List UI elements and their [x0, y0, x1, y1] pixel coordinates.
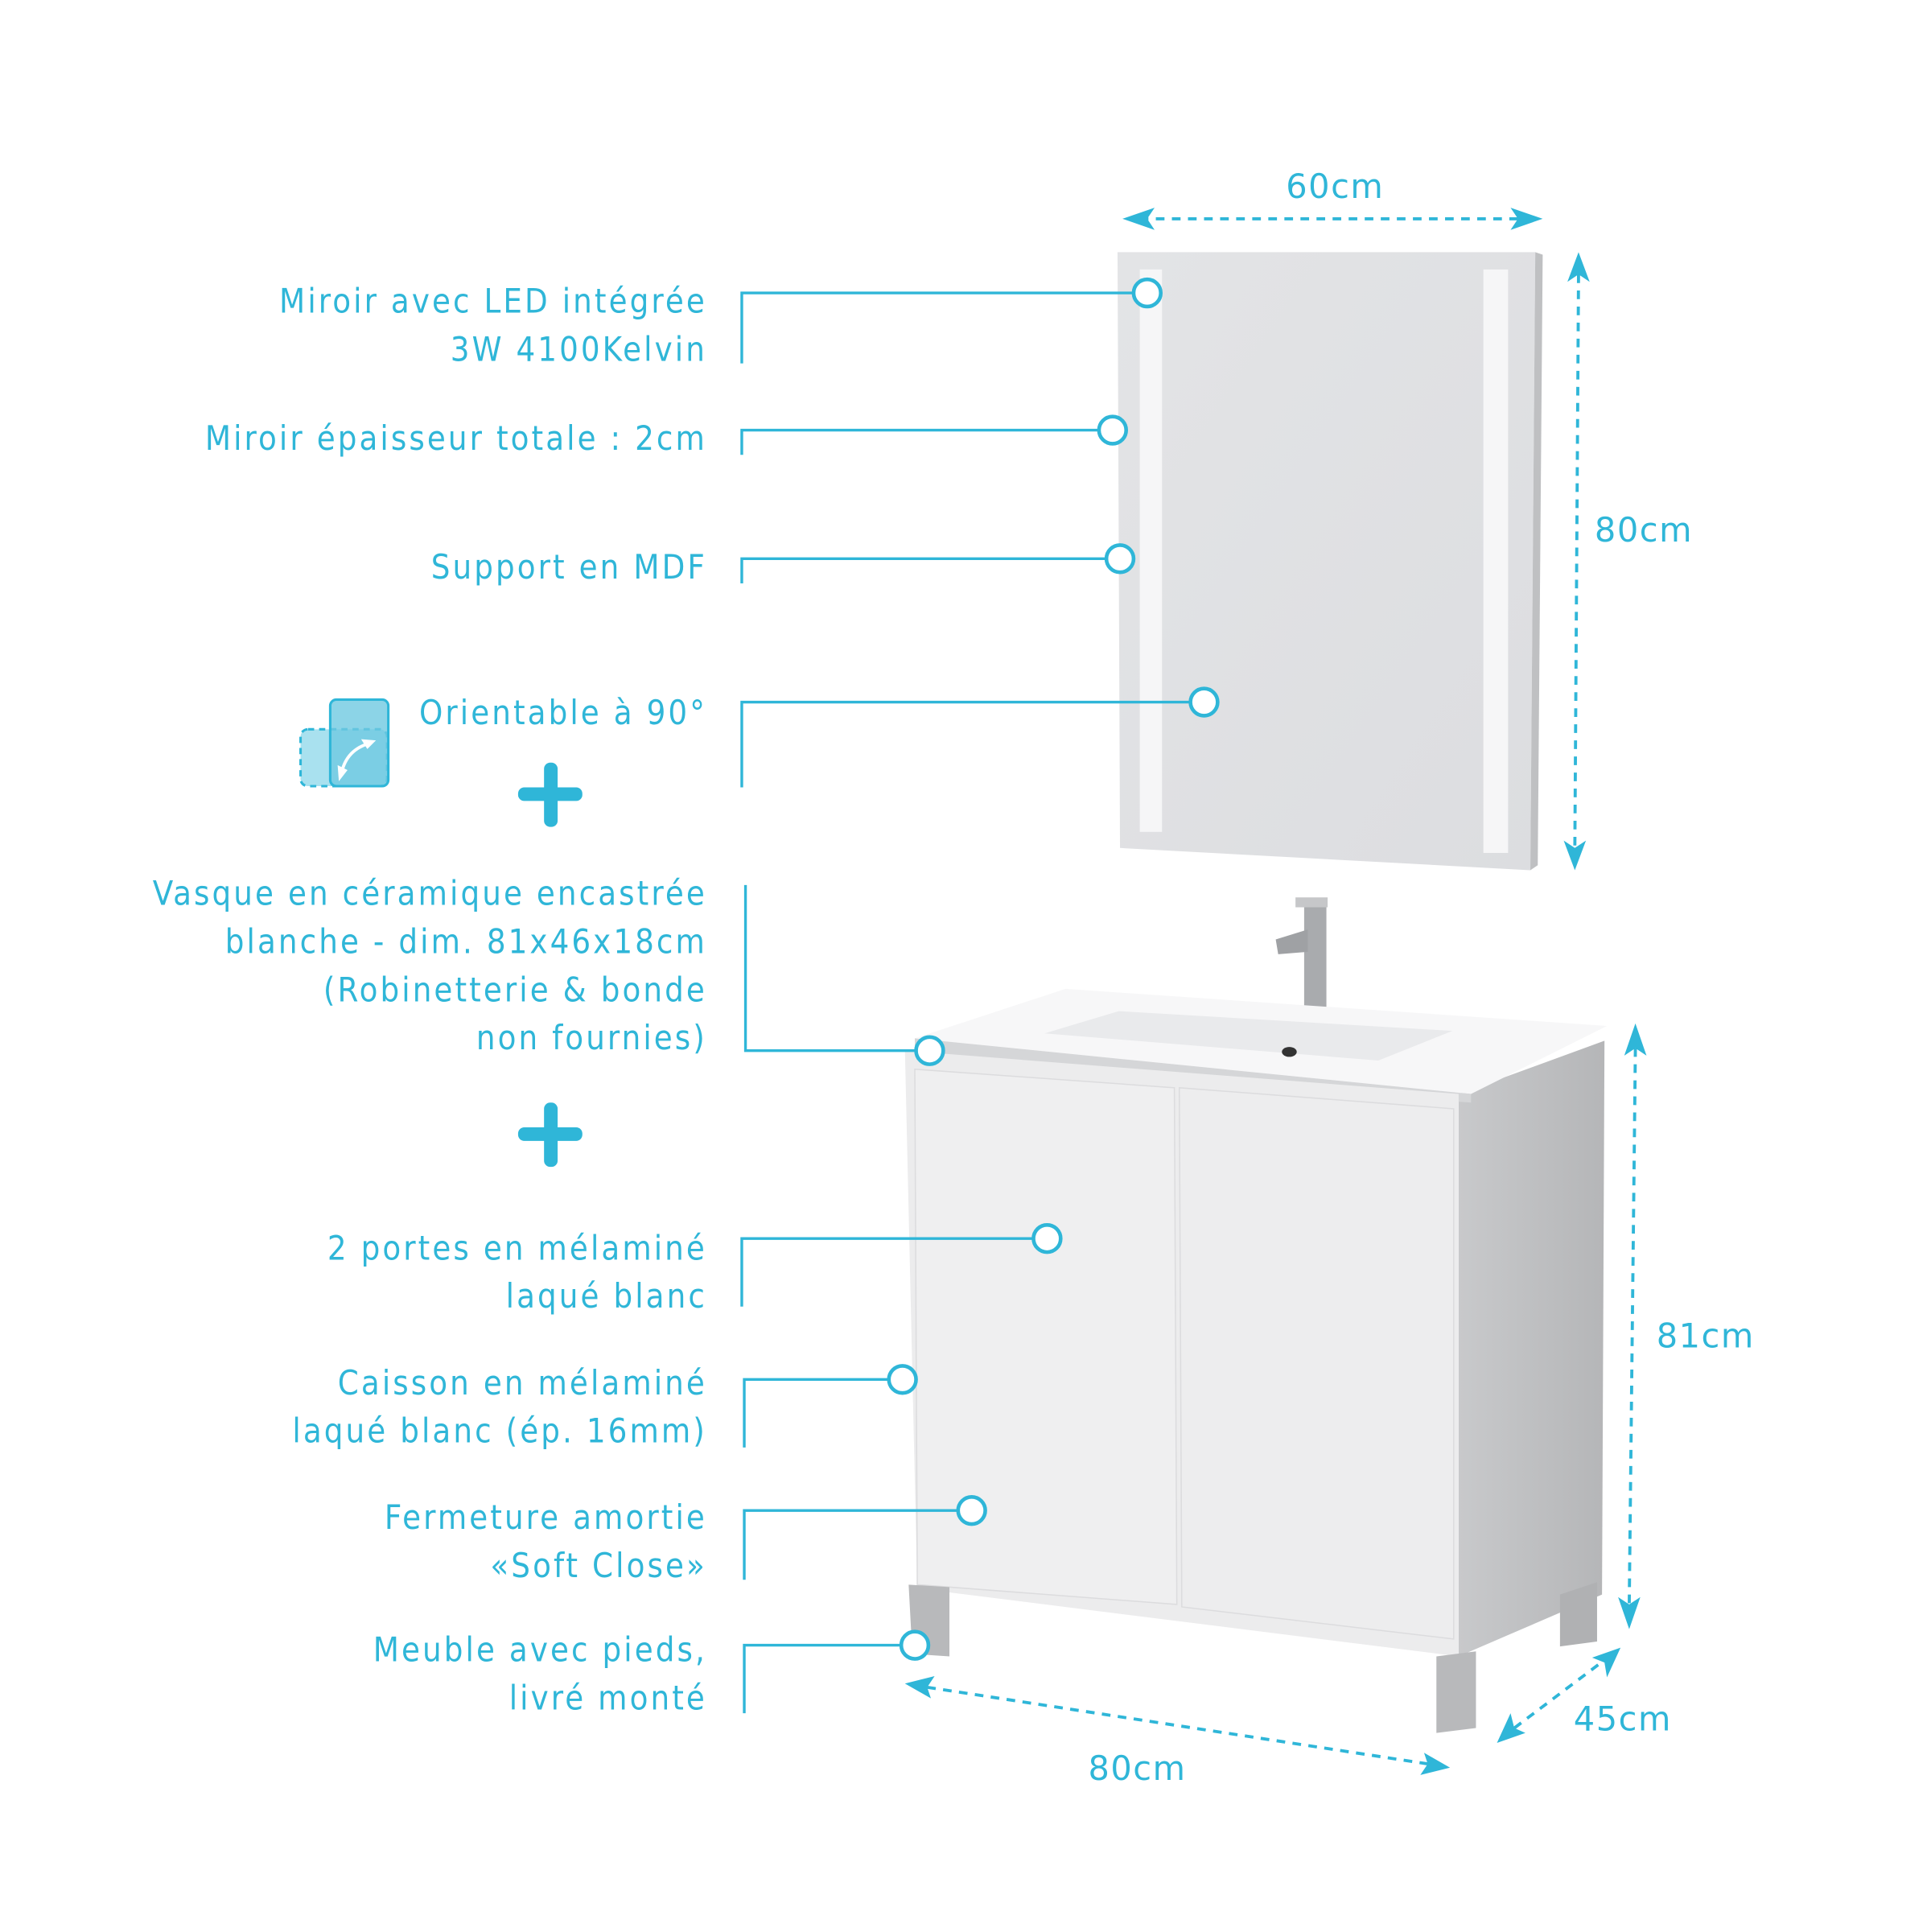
- plus-icon: [517, 1102, 583, 1168]
- callout-legs: Meuble avec pieds, livré monté: [373, 1629, 931, 1717]
- dimension-cabinet-depth: 45cm: [1497, 1647, 1672, 1743]
- callout-basin: Vasque en céramique encastrée blanche - …: [153, 874, 945, 1066]
- callout-marker: [1031, 1223, 1063, 1254]
- svg-text:laqué blanc (ép. 16mm): laqué blanc (ép. 16mm): [292, 1412, 707, 1451]
- svg-text:Miroir épaisseur totale : 2cm: Miroir épaisseur totale : 2cm: [205, 419, 707, 458]
- plus-icon: [517, 762, 583, 827]
- callout-thickness: Miroir épaisseur totale : 2cm: [205, 414, 1129, 458]
- led-strip-right: [1483, 269, 1509, 853]
- svg-text:blanche - dim. 81x46x18cm: blanche - dim. 81x46x18cm: [225, 922, 707, 961]
- cabinet-depth-label: 45cm: [1574, 1700, 1672, 1739]
- callout-marker: [1188, 686, 1220, 718]
- svg-text:non fournies): non fournies): [476, 1019, 707, 1057]
- callout-orientable: Orientable à 90°: [299, 686, 1220, 788]
- dimension-mirror-width: 60cm: [1122, 167, 1543, 230]
- vanity-cabinet: [904, 988, 1608, 1733]
- svg-text:3W 4100Kelvin: 3W 4100Kelvin: [451, 331, 707, 369]
- callout-marker: [1104, 543, 1136, 575]
- callout-marker: [914, 1035, 945, 1066]
- svg-text:Miroir avec LED intégrée: Miroir avec LED intégrée: [279, 282, 707, 321]
- faucet: [1275, 897, 1333, 1019]
- cabinet-width-label: 80cm: [1088, 1749, 1186, 1788]
- callout-mdf: Support en MDF: [431, 543, 1136, 587]
- svg-text:Support en MDF: Support en MDF: [431, 548, 707, 587]
- dimension-cabinet-height: 81cm: [1618, 1023, 1755, 1629]
- svg-text:Vasque en céramique encastrée: Vasque en céramique encastrée: [153, 874, 707, 912]
- svg-text:laqué blanc: laqué blanc: [506, 1277, 707, 1316]
- door-left: [914, 1068, 1178, 1605]
- callout-marker: [887, 1364, 918, 1395]
- cabinet-height-label: 81cm: [1657, 1316, 1755, 1355]
- callout-led: Miroir avec LED intégrée 3W 4100Kelvin: [279, 277, 1163, 369]
- led-mirror: [1117, 252, 1543, 871]
- svg-text:«Soft Close»: «Soft Close»: [490, 1547, 707, 1585]
- basin: [1044, 1011, 1453, 1061]
- leg: [1436, 1651, 1476, 1733]
- callout-marker: [899, 1629, 931, 1661]
- mirror-height-label: 80cm: [1595, 511, 1693, 550]
- door-right: [1178, 1086, 1455, 1640]
- callout-marker: [1097, 414, 1129, 446]
- svg-text:Caisson en mélaminé: Caisson en mélaminé: [338, 1364, 707, 1403]
- svg-text:2 portes en mélaminé: 2 portes en mélaminé: [327, 1229, 707, 1267]
- svg-text:Orientable à 90°: Orientable à 90°: [419, 694, 707, 732]
- callout-carcass: Caisson en mélaminé laqué blanc (ép. 16m…: [292, 1364, 918, 1451]
- leg: [1559, 1582, 1597, 1647]
- callout-marker: [956, 1494, 987, 1526]
- svg-text:Fermeture amortie: Fermeture amortie: [385, 1498, 707, 1537]
- rotate-icon: [299, 698, 390, 788]
- callout-soft-close: Fermeture amortie «Soft Close»: [385, 1494, 987, 1585]
- svg-text:livré monté: livré monté: [509, 1679, 707, 1717]
- mirror-width-label: 60cm: [1286, 167, 1384, 206]
- callout-marker: [1131, 277, 1163, 309]
- dimension-mirror-height: 80cm: [1563, 252, 1693, 871]
- callout-doors: 2 portes en mélaminé laqué blanc: [327, 1223, 1063, 1316]
- dimension-cabinet-width: 80cm: [904, 1676, 1451, 1788]
- svg-text:Meuble avec pieds,: Meuble avec pieds,: [373, 1631, 707, 1670]
- led-strip-left: [1139, 269, 1163, 832]
- svg-text:(Robinetterie & bonde: (Robinetterie & bonde: [323, 970, 707, 1009]
